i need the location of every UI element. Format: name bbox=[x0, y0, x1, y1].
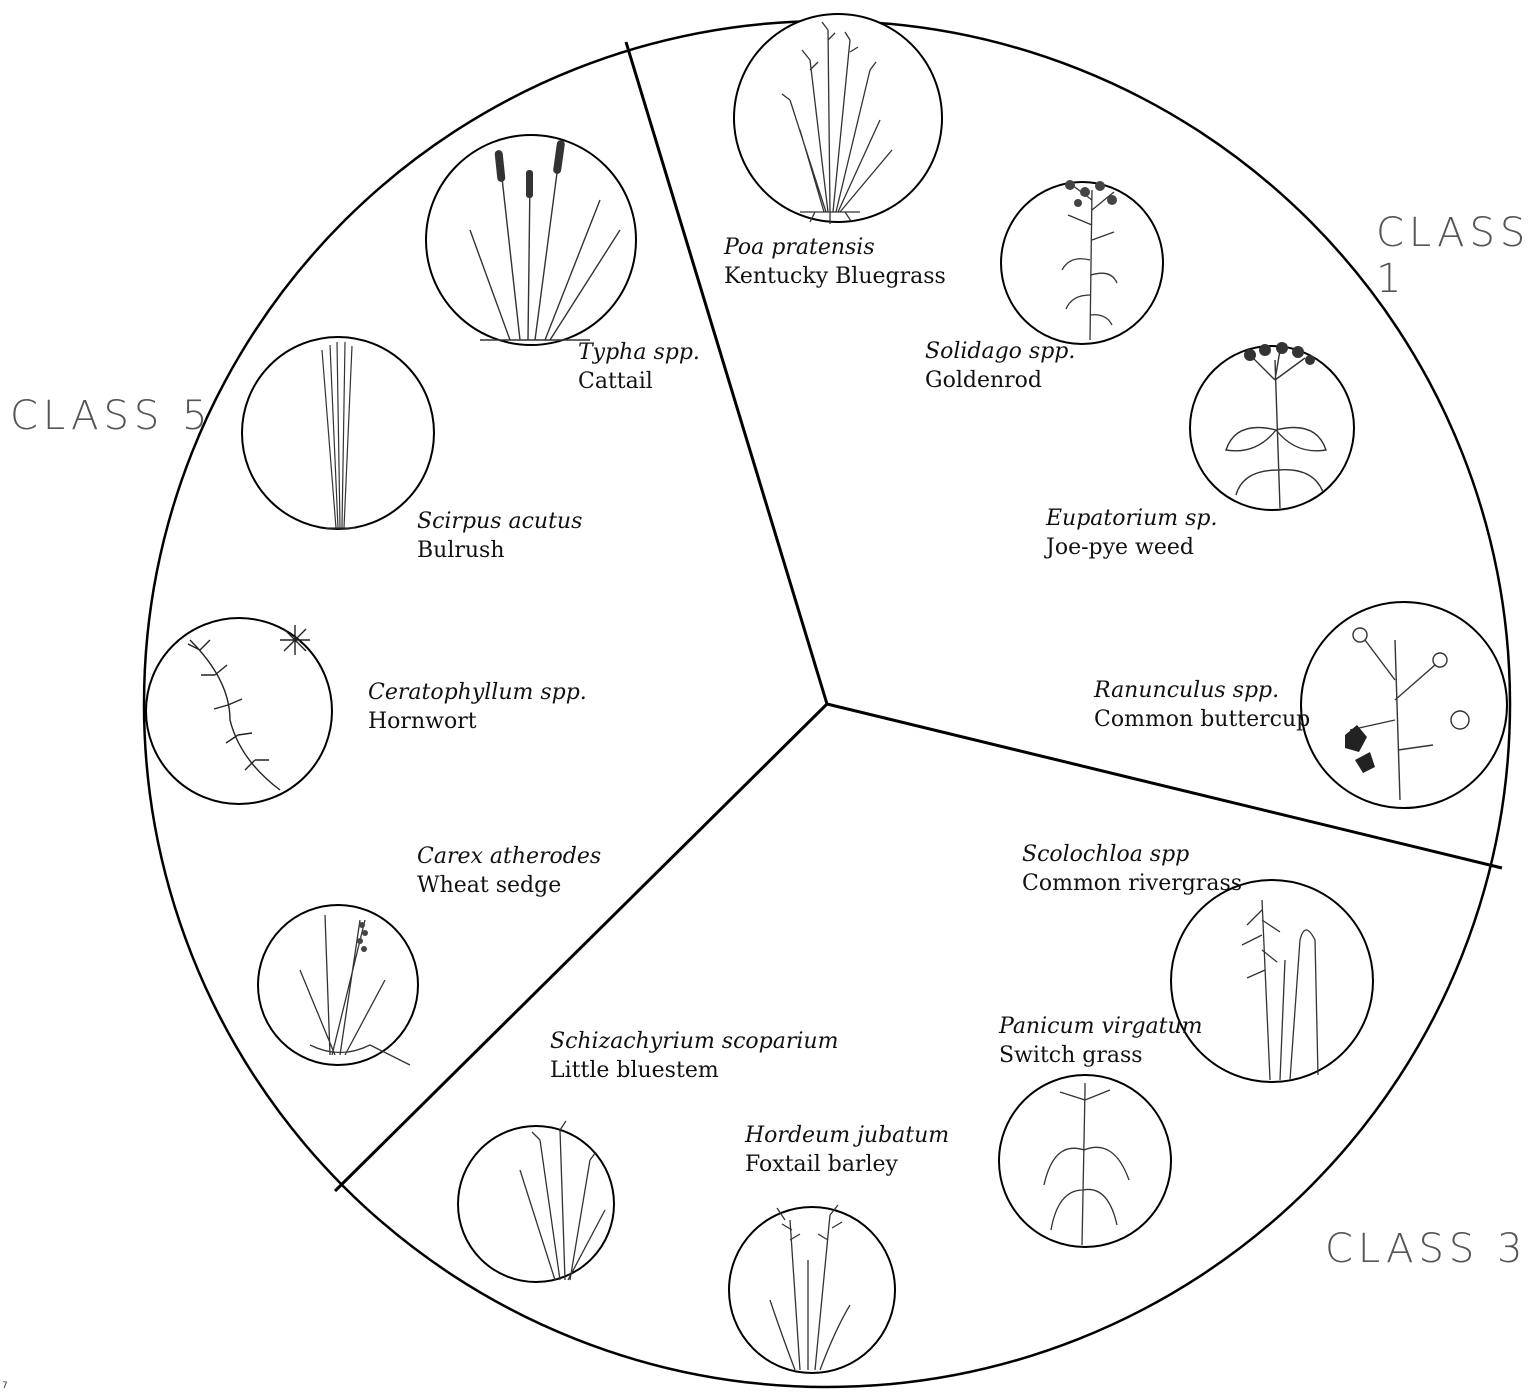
scientific-name: Panicum virgatum bbox=[999, 1012, 1203, 1041]
species-label-eupatorium: Eupatorium sp. Joe-pye weed bbox=[1046, 504, 1217, 562]
common-name: Common rivergrass bbox=[1022, 869, 1242, 898]
species-label-ceratophyllum: Ceratophyllum spp. Hornwort bbox=[368, 678, 587, 736]
common-name: Common buttercup bbox=[1094, 705, 1310, 734]
schizachyrium-illustration bbox=[458, 1121, 614, 1282]
species-label-hordeum: Hordeum jubatum Foxtail barley bbox=[745, 1121, 949, 1179]
species-label-scolochloa: Scolochloa spp Common rivergrass bbox=[1022, 840, 1242, 898]
panicum-illustration bbox=[999, 1075, 1171, 1247]
species-label-scirpus: Scirpus acutus Bulrush bbox=[417, 507, 582, 565]
page-number: 7 bbox=[2, 1381, 8, 1391]
common-name: Foxtail barley bbox=[745, 1150, 949, 1179]
ranunculus-illustration bbox=[1301, 602, 1507, 808]
scientific-name: Carex atherodes bbox=[417, 842, 601, 871]
species-label-poa: Poa pratensis Kentucky Bluegrass bbox=[724, 233, 946, 291]
solidago-illustration bbox=[1001, 180, 1163, 344]
common-name: Switch grass bbox=[999, 1041, 1203, 1070]
scientific-name: Eupatorium sp. bbox=[1046, 504, 1217, 533]
common-name: Wheat sedge bbox=[417, 871, 601, 900]
class-5-label: CLASS 5 bbox=[10, 393, 212, 439]
class-3-label: CLASS 3 bbox=[1325, 1226, 1527, 1272]
scientific-name: Scirpus acutus bbox=[417, 507, 582, 536]
common-name: Joe-pye weed bbox=[1046, 533, 1217, 562]
common-name: Cattail bbox=[578, 367, 700, 396]
scientific-name: Ranunculus spp. bbox=[1094, 676, 1310, 705]
scirpus-illustration bbox=[242, 337, 434, 529]
carex-illustration bbox=[258, 905, 418, 1065]
species-label-ranunculus: Ranunculus spp. Common buttercup bbox=[1094, 676, 1310, 734]
common-name: Hornwort bbox=[368, 707, 587, 736]
scientific-name: Hordeum jubatum bbox=[745, 1121, 949, 1150]
common-name: Goldenrod bbox=[925, 366, 1075, 395]
eupatorium-illustration bbox=[1190, 342, 1354, 510]
poa-pratensis-illustration bbox=[734, 14, 942, 224]
species-label-carex: Carex atherodes Wheat sedge bbox=[417, 842, 601, 900]
common-name: Bulrush bbox=[417, 536, 582, 565]
typha-illustration bbox=[426, 135, 636, 345]
class-1-label: CLASS 1 bbox=[1376, 210, 1529, 302]
hordeum-illustration bbox=[729, 1205, 895, 1373]
species-label-panicum: Panicum virgatum Switch grass bbox=[999, 1012, 1203, 1070]
species-label-typha: Typha spp. Cattail bbox=[578, 338, 700, 396]
scientific-name: Scolochloa spp bbox=[1022, 840, 1242, 869]
ceratophyllum-illustration bbox=[146, 618, 332, 804]
scientific-name: Typha spp. bbox=[578, 338, 700, 367]
scientific-name: Ceratophyllum spp. bbox=[368, 678, 587, 707]
species-label-schizachyrium: Schizachyrium scoparium Little bluestem bbox=[550, 1027, 838, 1085]
common-name: Kentucky Bluegrass bbox=[724, 262, 946, 291]
species-label-solidago: Solidago spp. Goldenrod bbox=[925, 337, 1075, 395]
scientific-name: Solidago spp. bbox=[925, 337, 1075, 366]
scientific-name: Schizachyrium scoparium bbox=[550, 1027, 838, 1056]
scientific-name: Poa pratensis bbox=[724, 233, 946, 262]
common-name: Little bluestem bbox=[550, 1056, 838, 1085]
